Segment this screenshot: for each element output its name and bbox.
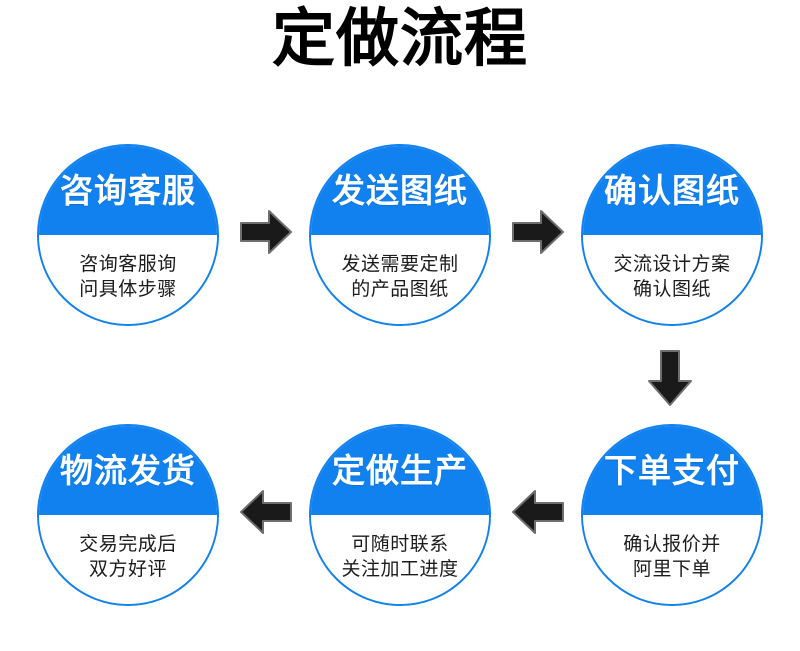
flow-stage-6-header: 物流发货 bbox=[39, 426, 217, 515]
arrow-right-icon bbox=[239, 208, 293, 256]
arrow-left-icon bbox=[511, 488, 565, 536]
flow-stage-2-header: 发送图纸 bbox=[311, 146, 489, 235]
flow-stage-4: 下单支付 确认报价并 阿里下单 bbox=[581, 424, 763, 606]
flow-stage-1-title: 咨询客服 bbox=[60, 171, 196, 209]
flow-stage-2-title: 发送图纸 bbox=[332, 171, 468, 209]
flow-stage-3-title: 确认图纸 bbox=[604, 171, 740, 209]
flow-stage-5-title: 定做生产 bbox=[332, 451, 468, 489]
flow-stage-2: 发送图纸 发送需要定制 的产品图纸 bbox=[309, 144, 491, 326]
flow-stage-5-header: 定做生产 bbox=[311, 426, 489, 515]
flow-stage-3: 确认图纸 交流设计方案 确认图纸 bbox=[581, 144, 763, 326]
flow-stage-3-description: 交流设计方案 确认图纸 bbox=[613, 254, 731, 300]
flow-stage-4-title: 下单支付 bbox=[604, 451, 740, 489]
flow-stage-6-body: 交易完成后 双方好评 bbox=[39, 515, 217, 604]
flow-stage-4-header: 下单支付 bbox=[583, 426, 761, 515]
flow-stage-5-body: 可随时联系 关注加工进度 bbox=[311, 515, 489, 604]
flow-stage-3-header: 确认图纸 bbox=[583, 146, 761, 235]
arrow-left-icon bbox=[239, 488, 293, 536]
flow-stage-1-body: 咨询客服询 问具体步骤 bbox=[39, 235, 217, 324]
flow-stage-6-title: 物流发货 bbox=[60, 451, 196, 489]
arrow-down-icon bbox=[645, 349, 695, 407]
flow-stage-6-description: 交易完成后 双方好评 bbox=[79, 534, 177, 580]
flow-stage-1-header: 咨询客服 bbox=[39, 146, 217, 235]
flow-stage-2-description: 发送需要定制 的产品图纸 bbox=[341, 254, 459, 300]
flow-stage-2-body: 发送需要定制 的产品图纸 bbox=[311, 235, 489, 324]
flow-stage-1-description: 咨询客服询 问具体步骤 bbox=[79, 254, 177, 300]
flow-stage-3-body: 交流设计方案 确认图纸 bbox=[583, 235, 761, 324]
flow-stage-1: 咨询客服 咨询客服询 问具体步骤 bbox=[37, 144, 219, 326]
flow-stage-4-body: 确认报价并 阿里下单 bbox=[583, 515, 761, 604]
flow-stage-4-description: 确认报价并 阿里下单 bbox=[623, 534, 721, 580]
flow-stage-5: 定做生产 可随时联系 关注加工进度 bbox=[309, 424, 491, 606]
arrow-right-icon bbox=[511, 208, 565, 256]
flow-stage-6: 物流发货 交易完成后 双方好评 bbox=[37, 424, 219, 606]
flow-stage-5-description: 可随时联系 关注加工进度 bbox=[341, 534, 459, 580]
page-title: 定做流程 bbox=[272, 4, 528, 74]
